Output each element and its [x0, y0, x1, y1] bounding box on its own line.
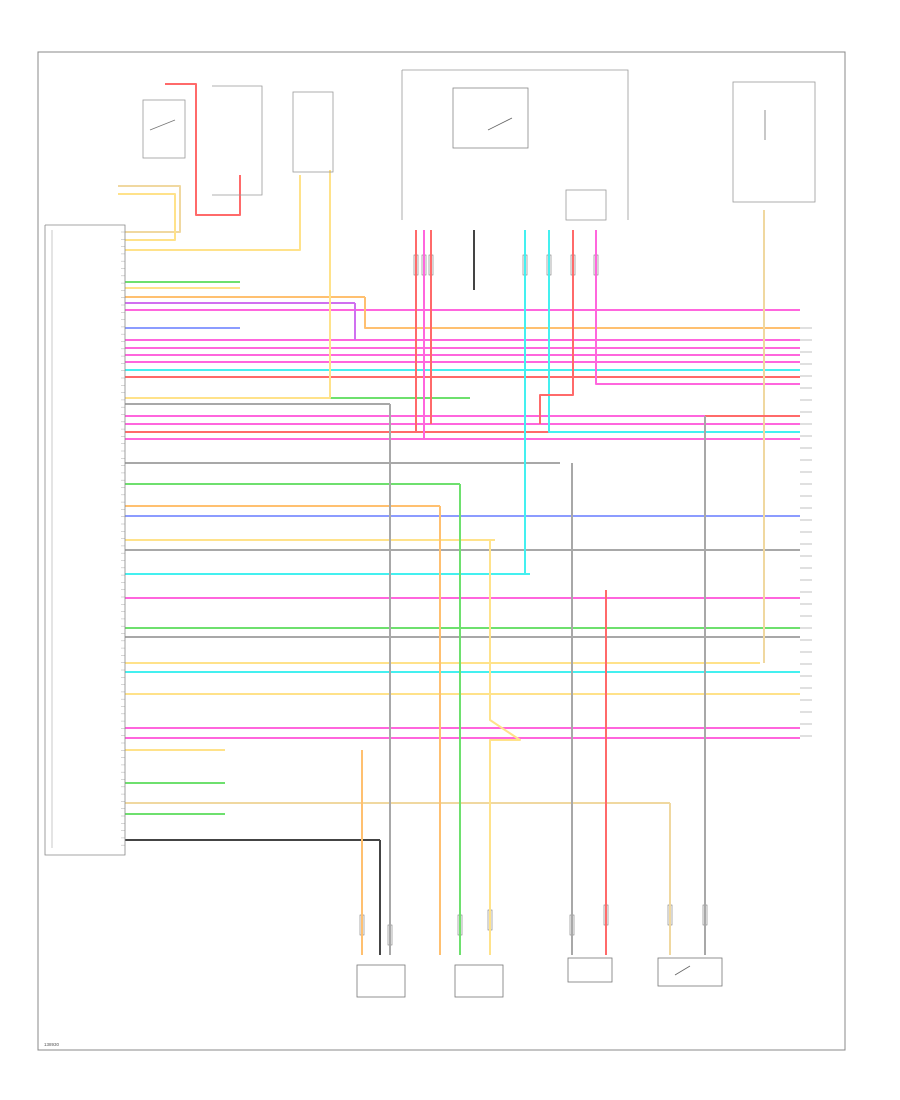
component-group [44, 69, 816, 998]
cluster-box [732, 81, 816, 203]
crossover-wire [364, 297, 800, 329]
ecm-power-wire [118, 185, 181, 233]
figure-id: 138930 [44, 1042, 60, 1047]
ignition-switch-box [142, 99, 186, 159]
diagram-frame [37, 51, 846, 1051]
relay-box [292, 91, 334, 173]
wire-group [118, 83, 800, 955]
fuse-holder [565, 189, 607, 221]
fuse-drop-wire [539, 230, 574, 424]
ignition-switch-contact [149, 119, 176, 131]
relay-output-wire [125, 170, 331, 399]
underhood-block-top [402, 69, 629, 220]
fuel-sensor-wire-2 [489, 540, 521, 955]
cyan-drop-wire-2 [548, 230, 800, 433]
pressure-sensor-box [356, 964, 406, 998]
ignition-feed-wire [165, 83, 241, 216]
ecm-power-wire-2 [118, 193, 176, 241]
fuse-block-outline [212, 85, 263, 196]
fuse-drop-wire-2 [595, 230, 800, 385]
fuel-tank-sensor-box [454, 964, 504, 998]
relay-feed-wire [125, 175, 301, 251]
main-relay-contact [487, 117, 513, 131]
brake-switch-box [657, 957, 723, 987]
ac-sensor-box [567, 957, 613, 983]
brake-switch-contact [674, 965, 691, 976]
main-relay-box [452, 87, 529, 149]
connector-group [121, 231, 812, 946]
ecm-housing [44, 224, 126, 856]
